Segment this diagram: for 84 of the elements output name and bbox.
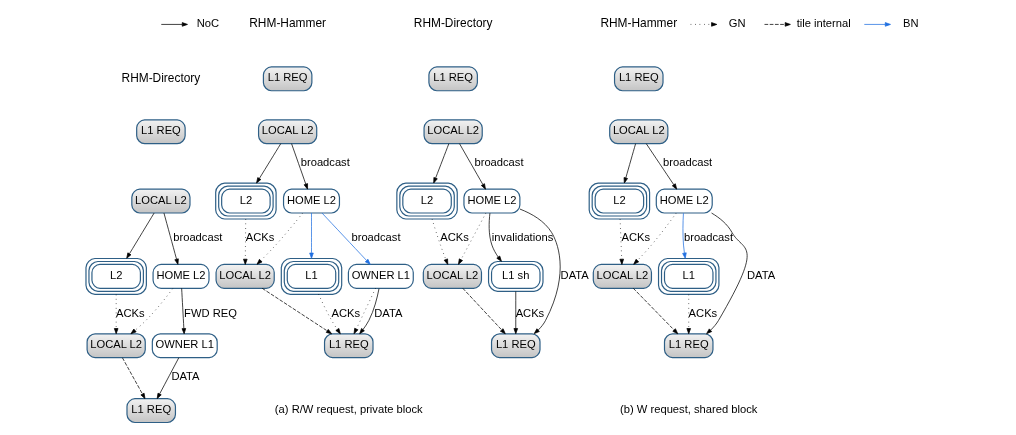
arrow [255,143,281,184]
edge-label: broadcast [662,156,712,169]
arrow [242,218,247,265]
node-box: LOCAL L2 [422,263,482,289]
legend-label: BN [902,17,919,30]
legend-label: GN [728,17,746,30]
edge-label: ACKs [621,231,650,244]
node-box: OWNER L1 [347,263,414,289]
arrow [308,212,314,259]
edge-label: broadcast [683,231,733,244]
edge-label: DATA [560,269,589,281]
arrow [113,294,118,335]
node-box: LOCAL L2 [130,188,191,214]
edge-label: ACKs [245,231,274,244]
arrow [431,218,448,265]
node-box: L1 REQ [262,66,312,92]
arrow [358,288,379,335]
arrow [623,143,636,184]
node-box: L1 REQ [490,333,541,359]
arrow [261,287,332,335]
edge-label: FWD REQ [183,306,237,319]
arrow [705,212,747,335]
arrow [513,291,518,335]
node-box: HOME L2 [462,188,520,214]
node-box: L1 REQ [427,66,478,92]
arrow [317,293,341,335]
arrow [163,212,179,265]
arrow [632,287,678,335]
legend-label: tile internal [796,17,851,30]
node-box: LOCAL L2 [608,119,668,145]
label: RHM-Hammer [248,16,326,31]
node-box: L1 REQ [323,333,374,359]
arrow [462,287,506,335]
node-box: LOCAL L2 [592,263,652,289]
arrow [156,357,179,399]
label: RHM-Directory [413,16,493,31]
arrow [256,212,303,265]
arrow [619,218,624,265]
edge-label: broadcast [300,156,350,169]
arrow [645,143,677,190]
arrow [180,287,186,335]
edge-label: broadcast [350,231,401,244]
node-box: HOME L2 [655,188,713,214]
label: (a) R/W request, private block [274,403,423,416]
arrow [458,143,486,190]
arrow [632,212,677,265]
edge-label: ACKs [439,231,469,244]
arrow [681,212,687,259]
edge-label: DATA [746,269,775,281]
node-box: L1 REQ [613,66,664,92]
arrow [125,212,154,259]
node-box: OWNER L1 [151,333,218,359]
node-box: LOCAL L2 [214,263,275,289]
edge-label: broadcast [473,156,524,169]
edge-label: broadcast [172,231,222,244]
arrow [432,143,449,184]
edge-label: ACKs [331,306,360,319]
edge-label: invalidations [491,231,553,244]
label: RHM-Directory [121,70,200,85]
node-box: LOCAL L2 [86,333,146,359]
edge-label: DATA [170,370,200,383]
arrow [353,287,376,335]
edge-label: ACKs [688,306,717,319]
arrow [686,294,691,335]
arrow [488,212,502,262]
arrow [130,288,173,335]
legend-label: NoC [196,17,219,30]
node-box: LOCAL L2 [257,119,317,145]
edge-label: DATA [373,306,402,319]
edge-label: ACKs [515,306,544,319]
node-box: HOME L2 [152,263,210,289]
edge-label: ACKs [115,306,145,319]
arrow [290,143,308,190]
arrow [457,212,486,265]
arrow [519,208,561,334]
node-box: LOCAL L2 [422,119,483,145]
node-box: HOME L2 [282,188,340,214]
arrow [121,357,145,399]
label: RHM-Hammer [599,16,677,31]
arrow [321,212,371,265]
node-box: L1 REQ [135,119,186,145]
node-box: L1 REQ [663,333,714,359]
label: (b) W request, shared block [619,403,757,416]
node-box: L1 REQ [125,398,176,424]
